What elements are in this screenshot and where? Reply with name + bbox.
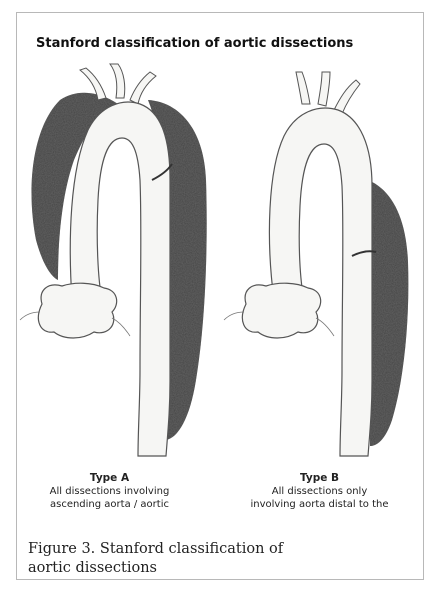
type-a-illustration (20, 64, 207, 456)
type-b-branch-3 (334, 80, 360, 114)
type-a-aorta (70, 102, 170, 456)
type-a-label: Type A (22, 472, 197, 485)
type-b-aorta (269, 108, 372, 456)
type-b-description-line2: involving aorta distal to the (232, 498, 407, 511)
type-b-coronary-right (316, 318, 334, 336)
figure-caption-line1: Figure 3. Stanford classification of (28, 540, 408, 559)
type-b-label: Type B (232, 472, 407, 485)
type-a-aortic-root (38, 283, 116, 338)
type-b-branch-2 (318, 72, 330, 106)
type-a-description-line2: ascending aorta / aortic (22, 498, 197, 511)
type-a-coronary-left (20, 312, 40, 320)
figure-caption: Figure 3. Stanford classification of aor… (28, 540, 408, 578)
type-a-description-line1: All dissections involving (22, 485, 197, 498)
aorta-illustration (0, 0, 439, 470)
type-b-illustration (224, 72, 408, 456)
type-a-caption: Type A All dissections involving ascendi… (22, 472, 197, 511)
type-a-branch-3 (130, 72, 156, 104)
type-b-aortic-root (242, 283, 320, 338)
type-a-branch-2 (110, 64, 125, 98)
type-b-coronary-left (224, 312, 244, 320)
type-b-branch-1 (296, 72, 310, 104)
figure-caption-line2: aortic dissections (28, 559, 408, 578)
type-b-caption: Type B All dissections only involving ao… (232, 472, 407, 511)
type-b-description-line1: All dissections only (232, 485, 407, 498)
type-a-coronary-right (112, 318, 130, 336)
